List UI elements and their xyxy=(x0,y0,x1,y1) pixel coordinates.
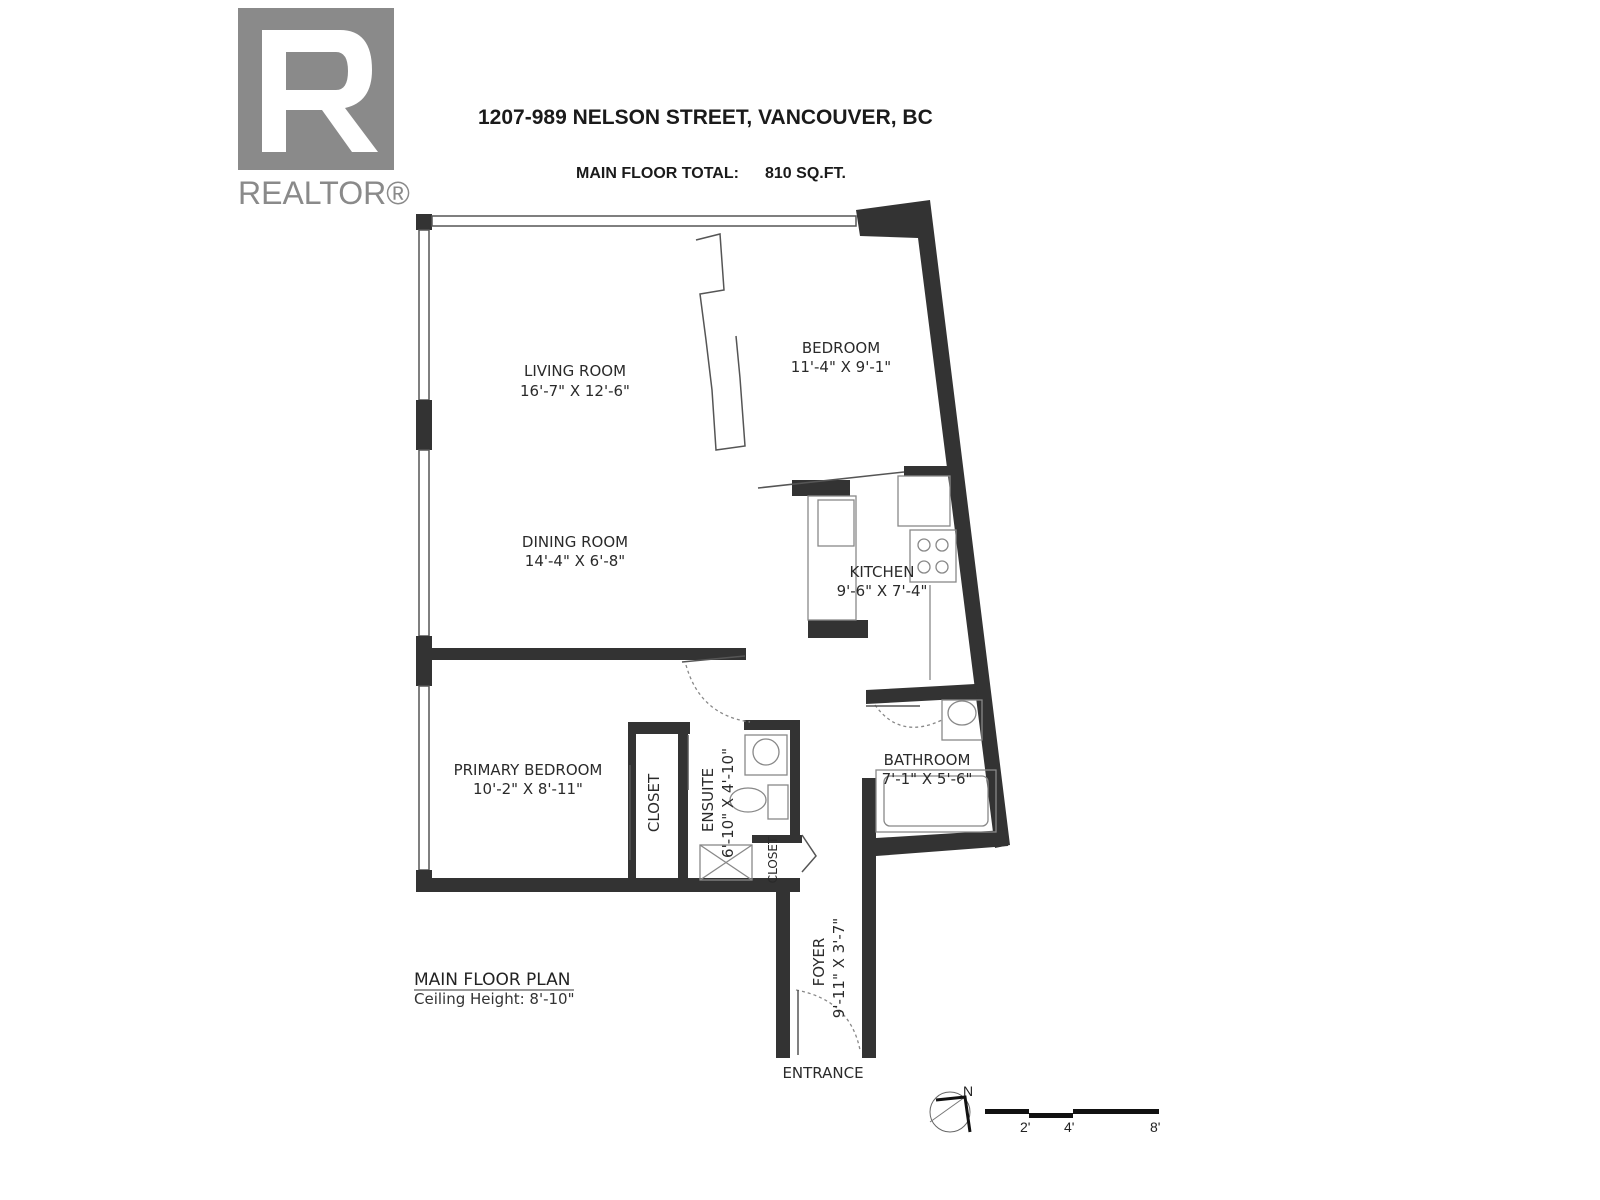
entrance-label: ENTRANCE xyxy=(782,1064,863,1082)
fixtures xyxy=(629,233,997,1055)
dining-room-label: DINING ROOM xyxy=(522,533,628,551)
scale-bar: 2' 4' 8' xyxy=(985,1109,1160,1135)
bedroom-size: 11'-4" X 9'-1" xyxy=(791,358,891,376)
plan-title: MAIN FLOOR PLAN xyxy=(414,970,571,990)
room-labels: LIVING ROOM 16'-7" X 12'-6" BEDROOM 11'-… xyxy=(454,339,973,1082)
compass-icon: N xyxy=(929,1083,973,1133)
bathroom-size: 7'-1" X 5'-6" xyxy=(882,770,973,788)
closet-label: CLOSET xyxy=(645,773,663,832)
total-label: MAIN FLOOR TOTAL: xyxy=(576,165,739,182)
scale-tick-4: 4' xyxy=(1064,1119,1074,1135)
kitchen-label: KITCHEN xyxy=(850,563,915,581)
bathroom-label: BATHROOM xyxy=(884,751,971,769)
ensuite-label: ENSUITE xyxy=(699,768,717,832)
realtor-wordmark: REALTOR® xyxy=(238,175,410,211)
living-room-size: 16'-7" X 12'-6" xyxy=(520,382,630,400)
bedroom-label: BEDROOM xyxy=(802,339,880,357)
realtor-logo: REALTOR® xyxy=(238,8,410,211)
total-value: 810 SQ.FT. xyxy=(765,165,846,182)
scale-tick-2: 2' xyxy=(1020,1119,1030,1135)
ensuite-size: 6'-10" X 4'-10" xyxy=(719,748,737,858)
scale-tick-8: 8' xyxy=(1150,1119,1160,1135)
primary-bedroom-size: 10'-2" X 8'-11" xyxy=(473,780,583,798)
dining-room-size: 14'-4" X 6'-8" xyxy=(525,552,625,570)
foyer-label: FOYER xyxy=(810,938,828,987)
kitchen-size: 9'-6" X 7'-4" xyxy=(837,582,928,600)
address-title: 1207-989 NELSON STREET, VANCOUVER, BC xyxy=(478,106,933,129)
ceiling-height: Ceiling Height: 8'-10" xyxy=(414,990,574,1008)
primary-bedroom-label: PRIMARY BEDROOM xyxy=(454,761,603,779)
walls xyxy=(416,200,1010,1058)
compass-north-label: N xyxy=(963,1083,973,1099)
closet-small-label: CLOSET xyxy=(766,836,780,883)
foyer-size: 9'-11" X 3'-7" xyxy=(830,918,848,1018)
living-room-label: LIVING ROOM xyxy=(524,362,626,380)
